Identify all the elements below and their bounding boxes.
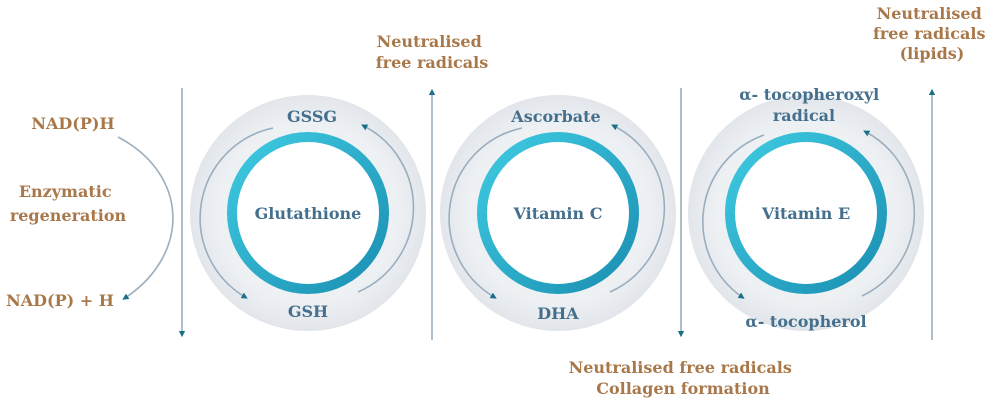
nadph-label: NAD(P)H xyxy=(31,114,114,133)
neutralised-1-line-a: Neutralised xyxy=(377,32,482,51)
glutathione-cycle: Glutathione GSSG GSH xyxy=(190,95,426,331)
vitamin-e-center-label: Vitamin E xyxy=(761,204,850,223)
neutralised-3-line-b: free radicals xyxy=(873,24,986,43)
enzymatic-regeneration-label: Enzymatic regeneration xyxy=(10,182,127,225)
tocopheroxyl-line: α- tocopheroxyl xyxy=(739,85,879,104)
vitamin-e-left-arrow xyxy=(702,134,765,299)
regeneration-curve-arrow xyxy=(117,136,174,300)
glutathione-center-label: Glutathione xyxy=(255,204,362,223)
glutathione-ring xyxy=(227,132,389,294)
vitamin-c-left-arrow xyxy=(448,127,523,299)
glutathione-left-arrow xyxy=(199,127,274,299)
glutathione-right-arrow xyxy=(357,124,415,293)
gssg-label: GSSG xyxy=(287,107,337,126)
ascorbate-label: Ascorbate xyxy=(510,107,600,126)
vitamin-e-right-arrow xyxy=(861,130,916,297)
tocopherol-label: α- tocopherol xyxy=(745,312,866,331)
neutralised-2-line-a: Neutralised free radicals xyxy=(569,358,792,377)
radical-line: radical xyxy=(773,106,835,125)
regeneration-line: regeneration xyxy=(10,206,127,225)
tocopheroxyl-radical-label: α- tocopheroxyl radical xyxy=(739,85,885,125)
neutralised-label-2: Neutralised free radicals Collagen forma… xyxy=(569,358,798,398)
vitamin-c-cycle: Vitamin C Ascorbate DHA xyxy=(440,95,676,331)
vitamin-c-ring xyxy=(477,132,639,294)
enzymatic-line: Enzymatic xyxy=(19,182,112,201)
nadp-h-label: NAD(P) + H xyxy=(6,291,114,310)
neutralised-2-line-b: Collagen formation xyxy=(596,379,770,398)
vitamin-c-center-label: Vitamin C xyxy=(513,204,603,223)
vitamin-e-ring xyxy=(725,132,887,294)
neutralised-label-1: Neutralised free radicals xyxy=(376,32,489,72)
neutralised-3-line-a: Neutralised xyxy=(877,4,982,23)
neutralised-1-line-b: free radicals xyxy=(376,53,489,72)
gsh-label: GSH xyxy=(288,302,328,321)
vitamin-e-cycle: Vitamin E α- tocopheroxyl radical α- toc… xyxy=(688,85,924,331)
vitamin-c-right-arrow xyxy=(609,124,666,293)
neutralised-3-line-c: (lipids) xyxy=(900,44,965,63)
dha-label: DHA xyxy=(537,304,579,323)
neutralised-label-3: Neutralised free radicals (lipids) xyxy=(873,4,990,63)
